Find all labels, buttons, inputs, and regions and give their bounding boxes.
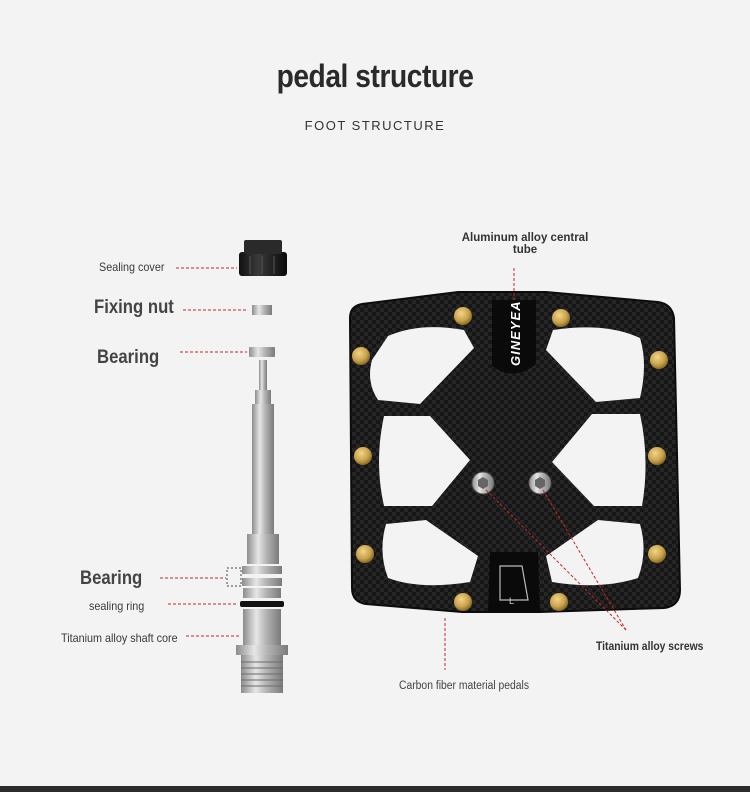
central-tube-plate (492, 300, 536, 374)
pin-bottom-left-outer (356, 545, 374, 563)
pin-top-right-inner (552, 309, 570, 327)
page-title: pedal structure (276, 58, 474, 94)
pin-top-right-outer (650, 351, 668, 369)
hex-socket-left-icon (478, 477, 488, 489)
pedal-cutout-bottom-left (382, 520, 478, 586)
pin-bottom-right-outer (648, 545, 666, 563)
titanium-screws (471, 471, 552, 495)
pin-top-left-outer (352, 347, 370, 365)
leader-lines (160, 267, 627, 670)
bottom-rule (0, 786, 750, 792)
pedal-cutout-bottom-right (546, 520, 644, 586)
sealing-cover-part (239, 240, 287, 276)
leader-screw-right (542, 489, 627, 631)
label-sealing-ring: sealing ring (89, 599, 145, 613)
pedal-body (348, 291, 682, 613)
hex-socket-right-icon (535, 477, 545, 489)
label-pedals: Carbon fiber material pedals (399, 680, 530, 692)
axle-shaft-part (236, 360, 288, 693)
pedal-pins (352, 307, 668, 611)
label-bearing-bottom: Bearing (80, 568, 143, 589)
label-fixing-nut: Fixing nut (94, 297, 174, 318)
label-shaft-core: Titanium alloy shaft core (61, 631, 178, 645)
pin-bottom-right-inner (550, 593, 568, 611)
label-central-tube: Aluminum alloy central tube (455, 232, 595, 256)
label-central-tube-line2: tube (512, 244, 538, 256)
pin-bottom-left-inner (454, 593, 472, 611)
label-sealing-cover: Sealing cover (99, 260, 165, 274)
pin-mid-right (648, 447, 666, 465)
bearing-top-part (249, 347, 275, 357)
pedal-cutout-top-left (370, 327, 474, 404)
pedal-cutout-mid-left (379, 416, 470, 506)
plate-letter: L (509, 596, 514, 606)
pedal-cutout-mid-right (552, 414, 646, 506)
pedal-cutout-top-right (546, 327, 644, 402)
brand-logo-text: GINEYEA (508, 300, 523, 366)
page-subtitle: FOOT STRUCTURE (304, 118, 446, 133)
bearing-bracket-marker (226, 567, 242, 587)
label-central-tube-line1: Aluminum alloy central (461, 232, 589, 244)
fixing-nut-part (252, 305, 272, 315)
pin-mid-left (354, 447, 372, 465)
label-screws: Titanium alloy screws (596, 641, 704, 653)
pin-top-left-inner (454, 307, 472, 325)
leader-screw-left (485, 489, 627, 631)
label-bearing-top: Bearing (97, 347, 160, 368)
